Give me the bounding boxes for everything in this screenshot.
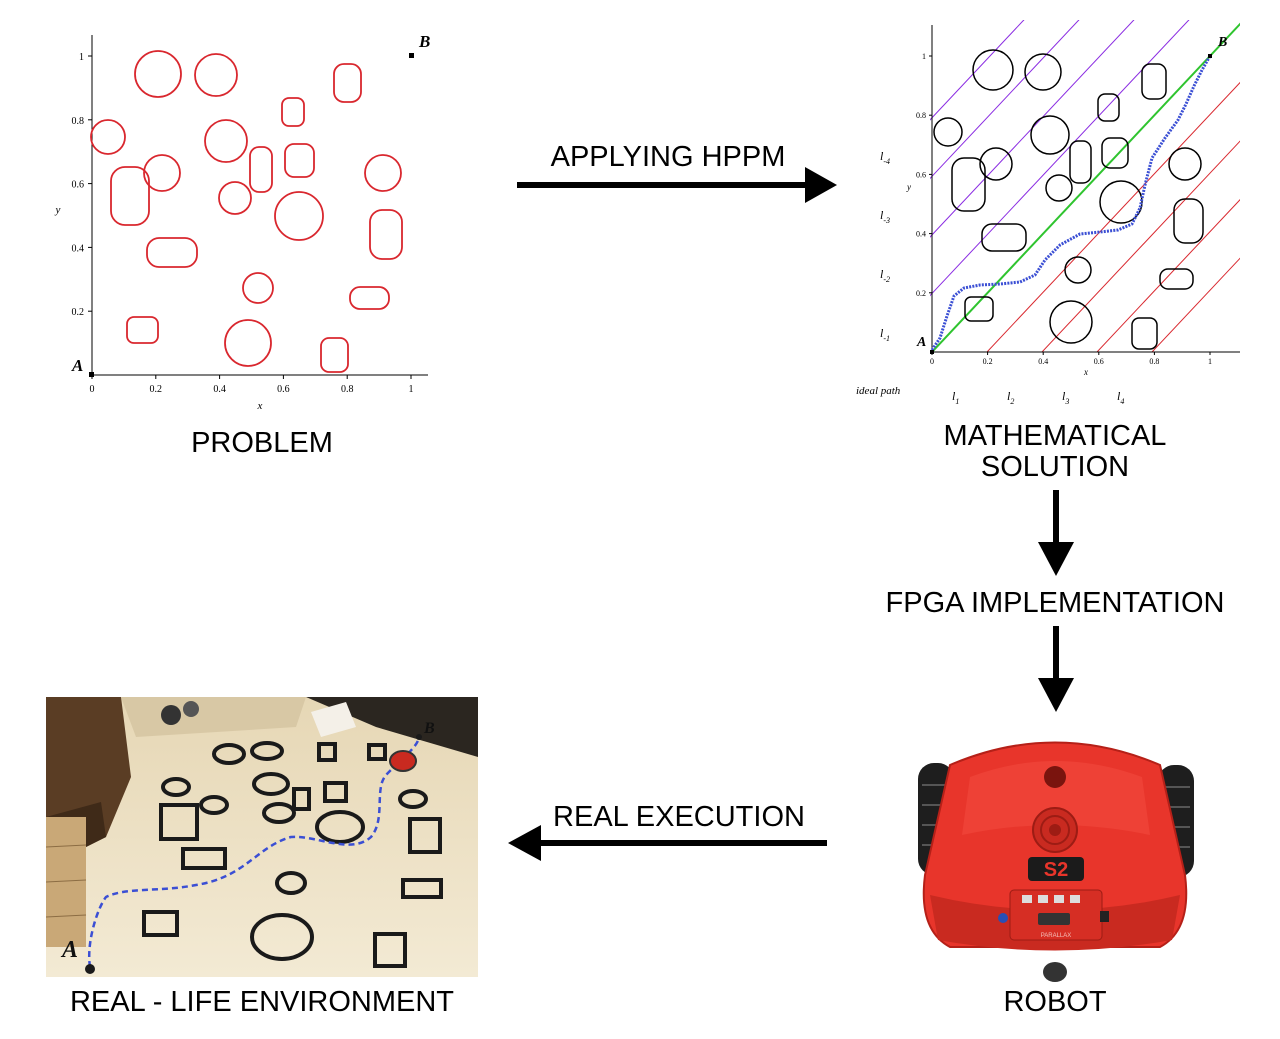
problem-caption: PROBLEM: [191, 427, 333, 459]
line-label-l1: l1: [952, 389, 959, 406]
problem-x-label: x: [257, 400, 263, 412]
ideal-path-line: [930, 22, 1240, 352]
line-label-l4: l4: [1117, 389, 1124, 406]
environment-robot: [389, 750, 417, 772]
robot-badge: [1028, 857, 1084, 881]
problem-point-b-label: B: [418, 32, 430, 51]
problem-plot: 0 0.2 0.4 0.6 0.8 1 0.2 0.4 0.6 0.8 1 x y A B: [55, 32, 431, 412]
solution-ytick-label: 0.2: [916, 289, 926, 298]
solution-y-label: y: [906, 182, 911, 192]
upper-line-labels: l-4 l-3 l-2 l-1: [880, 149, 890, 343]
environment-point-a-label: A: [60, 937, 78, 963]
environment-point-b-marker: [416, 734, 422, 740]
solution-ytick-label: 0.4: [916, 230, 926, 239]
robot-image: S2 PARALLAX: [918, 741, 1194, 982]
problem-xtick-label: 0.6: [277, 384, 290, 395]
robot-caster: [1043, 962, 1067, 982]
problem-xtick-label: 0.8: [341, 384, 354, 395]
solution-ticks: 0 0.2 0.4 0.6 0.8 1 0.2 0.4 0.6 0.8 1: [916, 52, 1212, 366]
solution-plot: 0 0.2 0.4 0.6 0.8 1 0.2 0.4 0.6 0.8 1 x y A B idea…: [856, 20, 1240, 406]
solution-xtick-label: 0.6: [1094, 357, 1104, 366]
problem-obstacles: [90, 50, 403, 373]
solution-xtick-label: 0: [930, 357, 934, 366]
line-label-l-2: l-2: [880, 267, 890, 284]
solution-obstacles: [933, 49, 1204, 350]
arrow-left: [508, 825, 827, 861]
upper-diagonal-line: [930, 20, 1135, 238]
fpga-caption: FPGA IMPLEMENTATION: [885, 587, 1225, 619]
robot-badge-text: S2: [1044, 859, 1068, 881]
line-label-l3: l3: [1062, 389, 1069, 406]
solution-xtick-label: 0.8: [1149, 357, 1159, 366]
ideal-path-label: ideal path: [856, 385, 901, 397]
environment-point-a-marker: [85, 964, 95, 974]
lower-diagonal-line: [1041, 140, 1240, 352]
problem-ytick-label: 1: [79, 52, 84, 63]
problem-point-a-label: A: [71, 356, 83, 375]
arrow-down-1: [1038, 490, 1074, 576]
robot-top-hole: [1044, 766, 1066, 788]
math-caption-line2: SOLUTION: [980, 451, 1130, 483]
problem-axes: [91, 35, 428, 376]
lower-diagonal-line: [986, 81, 1240, 352]
applying-hppm-caption: APPLYING HPPM: [550, 141, 786, 173]
math-caption-line1: MATHEMATICAL: [943, 420, 1167, 452]
lower-diagonal-line: [1151, 257, 1240, 352]
line-label-l2: l2: [1007, 389, 1014, 406]
robot-caption: ROBOT: [1003, 986, 1107, 1018]
problem-xtick-label: 0.2: [150, 384, 163, 395]
solution-ytick-label: 0.6: [916, 170, 926, 179]
solution-path: [930, 55, 1212, 351]
problem-ytick-label: 0.6: [72, 180, 85, 191]
problem-ytick-label: 0.2: [72, 307, 85, 318]
problem-point-b-marker: [409, 53, 414, 58]
environment-photo: A B: [46, 697, 478, 977]
solution-blue-path: [930, 55, 1212, 351]
arrow-right: [517, 167, 837, 203]
solution-point-b-marker: [1208, 54, 1212, 58]
line-label-l-1: l-1: [880, 326, 890, 343]
problem-point-a-marker: [89, 372, 94, 377]
solution-ytick-label: 1: [922, 52, 926, 61]
line-label-l-4: l-4: [880, 149, 890, 166]
line-label-l-3: l-3: [880, 208, 890, 225]
solution-point-a-label: A: [916, 335, 926, 350]
problem-ticks: 0 0.2 0.4 0.6 0.8 1 0.2 0.4 0.6 0.8 1: [72, 52, 414, 395]
lower-diagonal-line: [1096, 199, 1240, 352]
problem-xtick-label: 0: [90, 384, 95, 395]
problem-y-label: y: [55, 204, 61, 216]
environment-point-b-label: B: [423, 720, 435, 737]
problem-ytick-label: 0.4: [72, 243, 85, 254]
problem-ytick-label: 0.8: [72, 116, 85, 127]
solution-xtick-label: 0.2: [983, 357, 993, 366]
solution-x-label: x: [1083, 367, 1088, 377]
solution-ytick-label: 0.8: [916, 111, 926, 120]
environment-path: [87, 736, 421, 968]
solution-point-b-label: B: [1217, 35, 1227, 50]
solution-point-a-marker: [930, 350, 934, 354]
robot-blue-button: [998, 913, 1008, 923]
lower-line-labels: l1 l2 l3 l4: [952, 389, 1124, 406]
problem-xtick-label: 1: [409, 384, 414, 395]
math-solution-caption: MATHEMATICAL SOLUTION: [905, 421, 1205, 483]
upper-diagonal-line: [930, 20, 1190, 297]
real-execution-caption: REAL EXECUTION: [553, 801, 805, 833]
environment-obstacles: [142, 741, 443, 968]
solution-xtick-label: 0.4: [1038, 357, 1048, 366]
solution-xtick-label: 1: [1208, 357, 1212, 366]
arrow-down-2: [1038, 626, 1074, 712]
upper-diagonal-line: [930, 20, 1080, 180]
robot-brand-text: PARALLAX: [1041, 933, 1072, 939]
environment-caption: REAL - LIFE ENVIRONMENT: [69, 986, 455, 1018]
solution-diagonal-lines: [930, 20, 1240, 352]
problem-xtick-label: 0.4: [213, 384, 226, 395]
